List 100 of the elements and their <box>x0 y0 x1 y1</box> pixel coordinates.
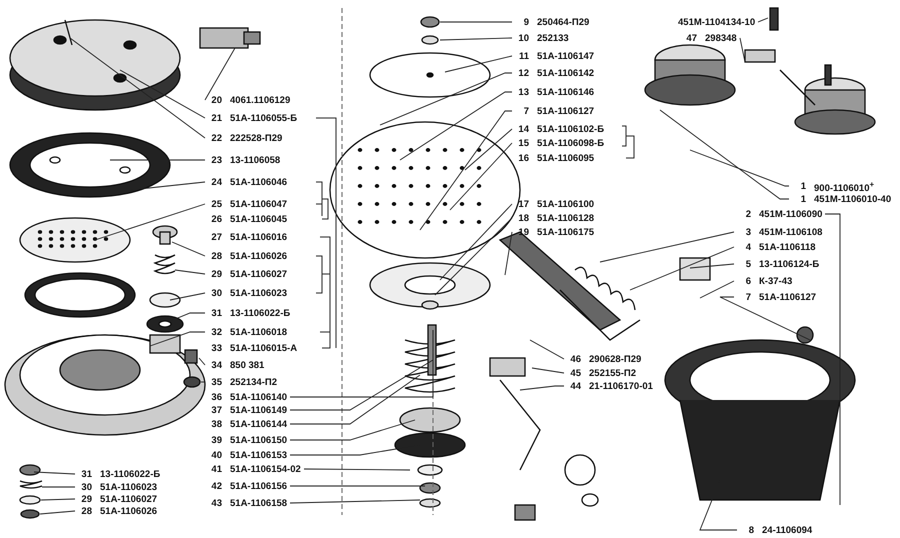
part-number: 252133 <box>537 32 569 44</box>
part-number: 13-1106058 <box>230 154 280 166</box>
part-number: 451М-1106010-40 <box>814 194 892 204</box>
part-number: 51А-1106147 <box>537 50 594 62</box>
leader-line <box>690 264 734 268</box>
leader-line <box>660 110 790 200</box>
leader-line <box>440 38 512 40</box>
part-number: 252134-П2 <box>230 376 277 388</box>
callout-number: 34 <box>210 360 222 370</box>
callout-number: 5 <box>744 258 751 270</box>
callout-number: 22 <box>210 132 222 144</box>
callout-number: 30 <box>210 288 222 298</box>
callout-number: 9 <box>522 16 529 28</box>
leader-line <box>420 110 512 230</box>
leader-line <box>290 330 434 398</box>
callout-number: 23 <box>210 154 222 166</box>
part-number: 298348 <box>705 32 737 44</box>
callout-number: 16 <box>517 152 529 164</box>
part-number: 51А-1106146 <box>537 86 594 98</box>
leader-line <box>290 500 420 504</box>
callout-number: 28 <box>210 250 222 262</box>
callout-number: 8 <box>748 524 754 536</box>
part-number: 13-1106124-Б <box>759 258 820 270</box>
leader-line <box>40 498 76 500</box>
part-number: 451М-1106090 <box>759 208 822 220</box>
callout-number: 43 <box>210 498 222 508</box>
callout-number: 7 <box>744 292 751 302</box>
leader-line <box>440 204 512 280</box>
leader-line <box>290 360 434 410</box>
callout-number: 40 <box>210 450 222 460</box>
leader-line <box>400 92 512 160</box>
part-number: 51А-1106100 <box>537 198 594 210</box>
leader-line <box>740 38 746 62</box>
part-number: 51А-1106127 <box>759 292 816 302</box>
leader-line <box>530 340 564 360</box>
leader-line <box>290 420 416 440</box>
leader-line <box>120 70 206 118</box>
part-number: К-37-43 <box>759 276 792 286</box>
leader-line <box>304 468 410 470</box>
leader-line <box>94 204 206 240</box>
part-number: 51А-1106045 <box>230 214 288 224</box>
part-number: 13-1106022-Б <box>100 468 160 480</box>
callout-number: 6 <box>744 276 751 286</box>
part-number: 51А-1106095 <box>537 152 594 164</box>
part-number: 51А-1106098-Б <box>537 138 604 148</box>
part-number: 451М-1106108 <box>759 226 822 238</box>
leader-line <box>170 292 206 300</box>
callout-number: 46 <box>569 354 581 364</box>
part-number: 222528-П29 <box>230 132 282 144</box>
callout-number: 3 <box>744 226 751 238</box>
leader-line <box>720 296 810 340</box>
callout-number: 24 <box>210 176 222 188</box>
callout-number: 31 <box>210 308 222 318</box>
callout-number: 41 <box>210 464 222 474</box>
callout-number: 1 <box>800 194 806 204</box>
leader-line <box>42 486 76 488</box>
leader-line <box>630 246 734 290</box>
callout-number: 29 <box>210 268 222 280</box>
callout-number: 37 <box>210 404 222 416</box>
part-number: 51А-1106156 <box>230 480 288 492</box>
leader-line <box>450 142 512 210</box>
callout-number: 47 <box>685 32 697 44</box>
callout-number: 45 <box>569 368 581 378</box>
part-number: 850 381 <box>230 360 264 370</box>
callout-number: 35 <box>210 376 222 388</box>
leader-line <box>434 218 512 296</box>
leader-line <box>168 312 206 322</box>
callout-number: 20 <box>210 94 222 106</box>
part-number: 51А-1106046 <box>230 176 288 188</box>
callout-number: 12 <box>517 68 529 78</box>
part-number: 51А-1106128 <box>537 212 594 224</box>
part-number: 51А-1106102-Б <box>537 124 604 134</box>
leader-line <box>150 332 206 346</box>
callout-number: 44 <box>569 380 581 392</box>
leader-line <box>700 280 734 298</box>
leader-line <box>380 72 512 126</box>
callout-number: 29 <box>80 494 92 504</box>
part-number: 51А-1106027 <box>100 494 158 504</box>
callout-number: 38 <box>210 418 222 430</box>
part-number: 51А-1106026 <box>100 506 158 516</box>
part-number: 51А-1106142 <box>537 68 594 78</box>
part-number: 51А-1106127 <box>537 106 594 116</box>
part-number: 13-1106022-Б <box>230 308 290 318</box>
callout-number: 39 <box>210 434 222 446</box>
part-number: 51А-1106018 <box>230 326 288 338</box>
callout-number: 15 <box>517 138 529 148</box>
part-number: 51А-1106118 <box>759 242 816 252</box>
callout-number: 28 <box>80 506 92 516</box>
leader-line <box>464 128 512 170</box>
leader-line <box>198 358 206 366</box>
leader-line <box>690 150 790 186</box>
part-number: 51А-1106175 <box>537 226 594 238</box>
part-number: 51А-1106140 <box>230 392 288 402</box>
part-number: 51А-1106158 <box>230 498 288 508</box>
part-number: 4061.1106129 <box>230 94 290 106</box>
leader-line <box>758 18 768 22</box>
part-number: 51А-1106015-А <box>230 342 298 354</box>
leader-line <box>520 386 564 390</box>
part-number: 51А-1106149 <box>230 404 288 416</box>
callout-number: 13 <box>517 86 529 98</box>
